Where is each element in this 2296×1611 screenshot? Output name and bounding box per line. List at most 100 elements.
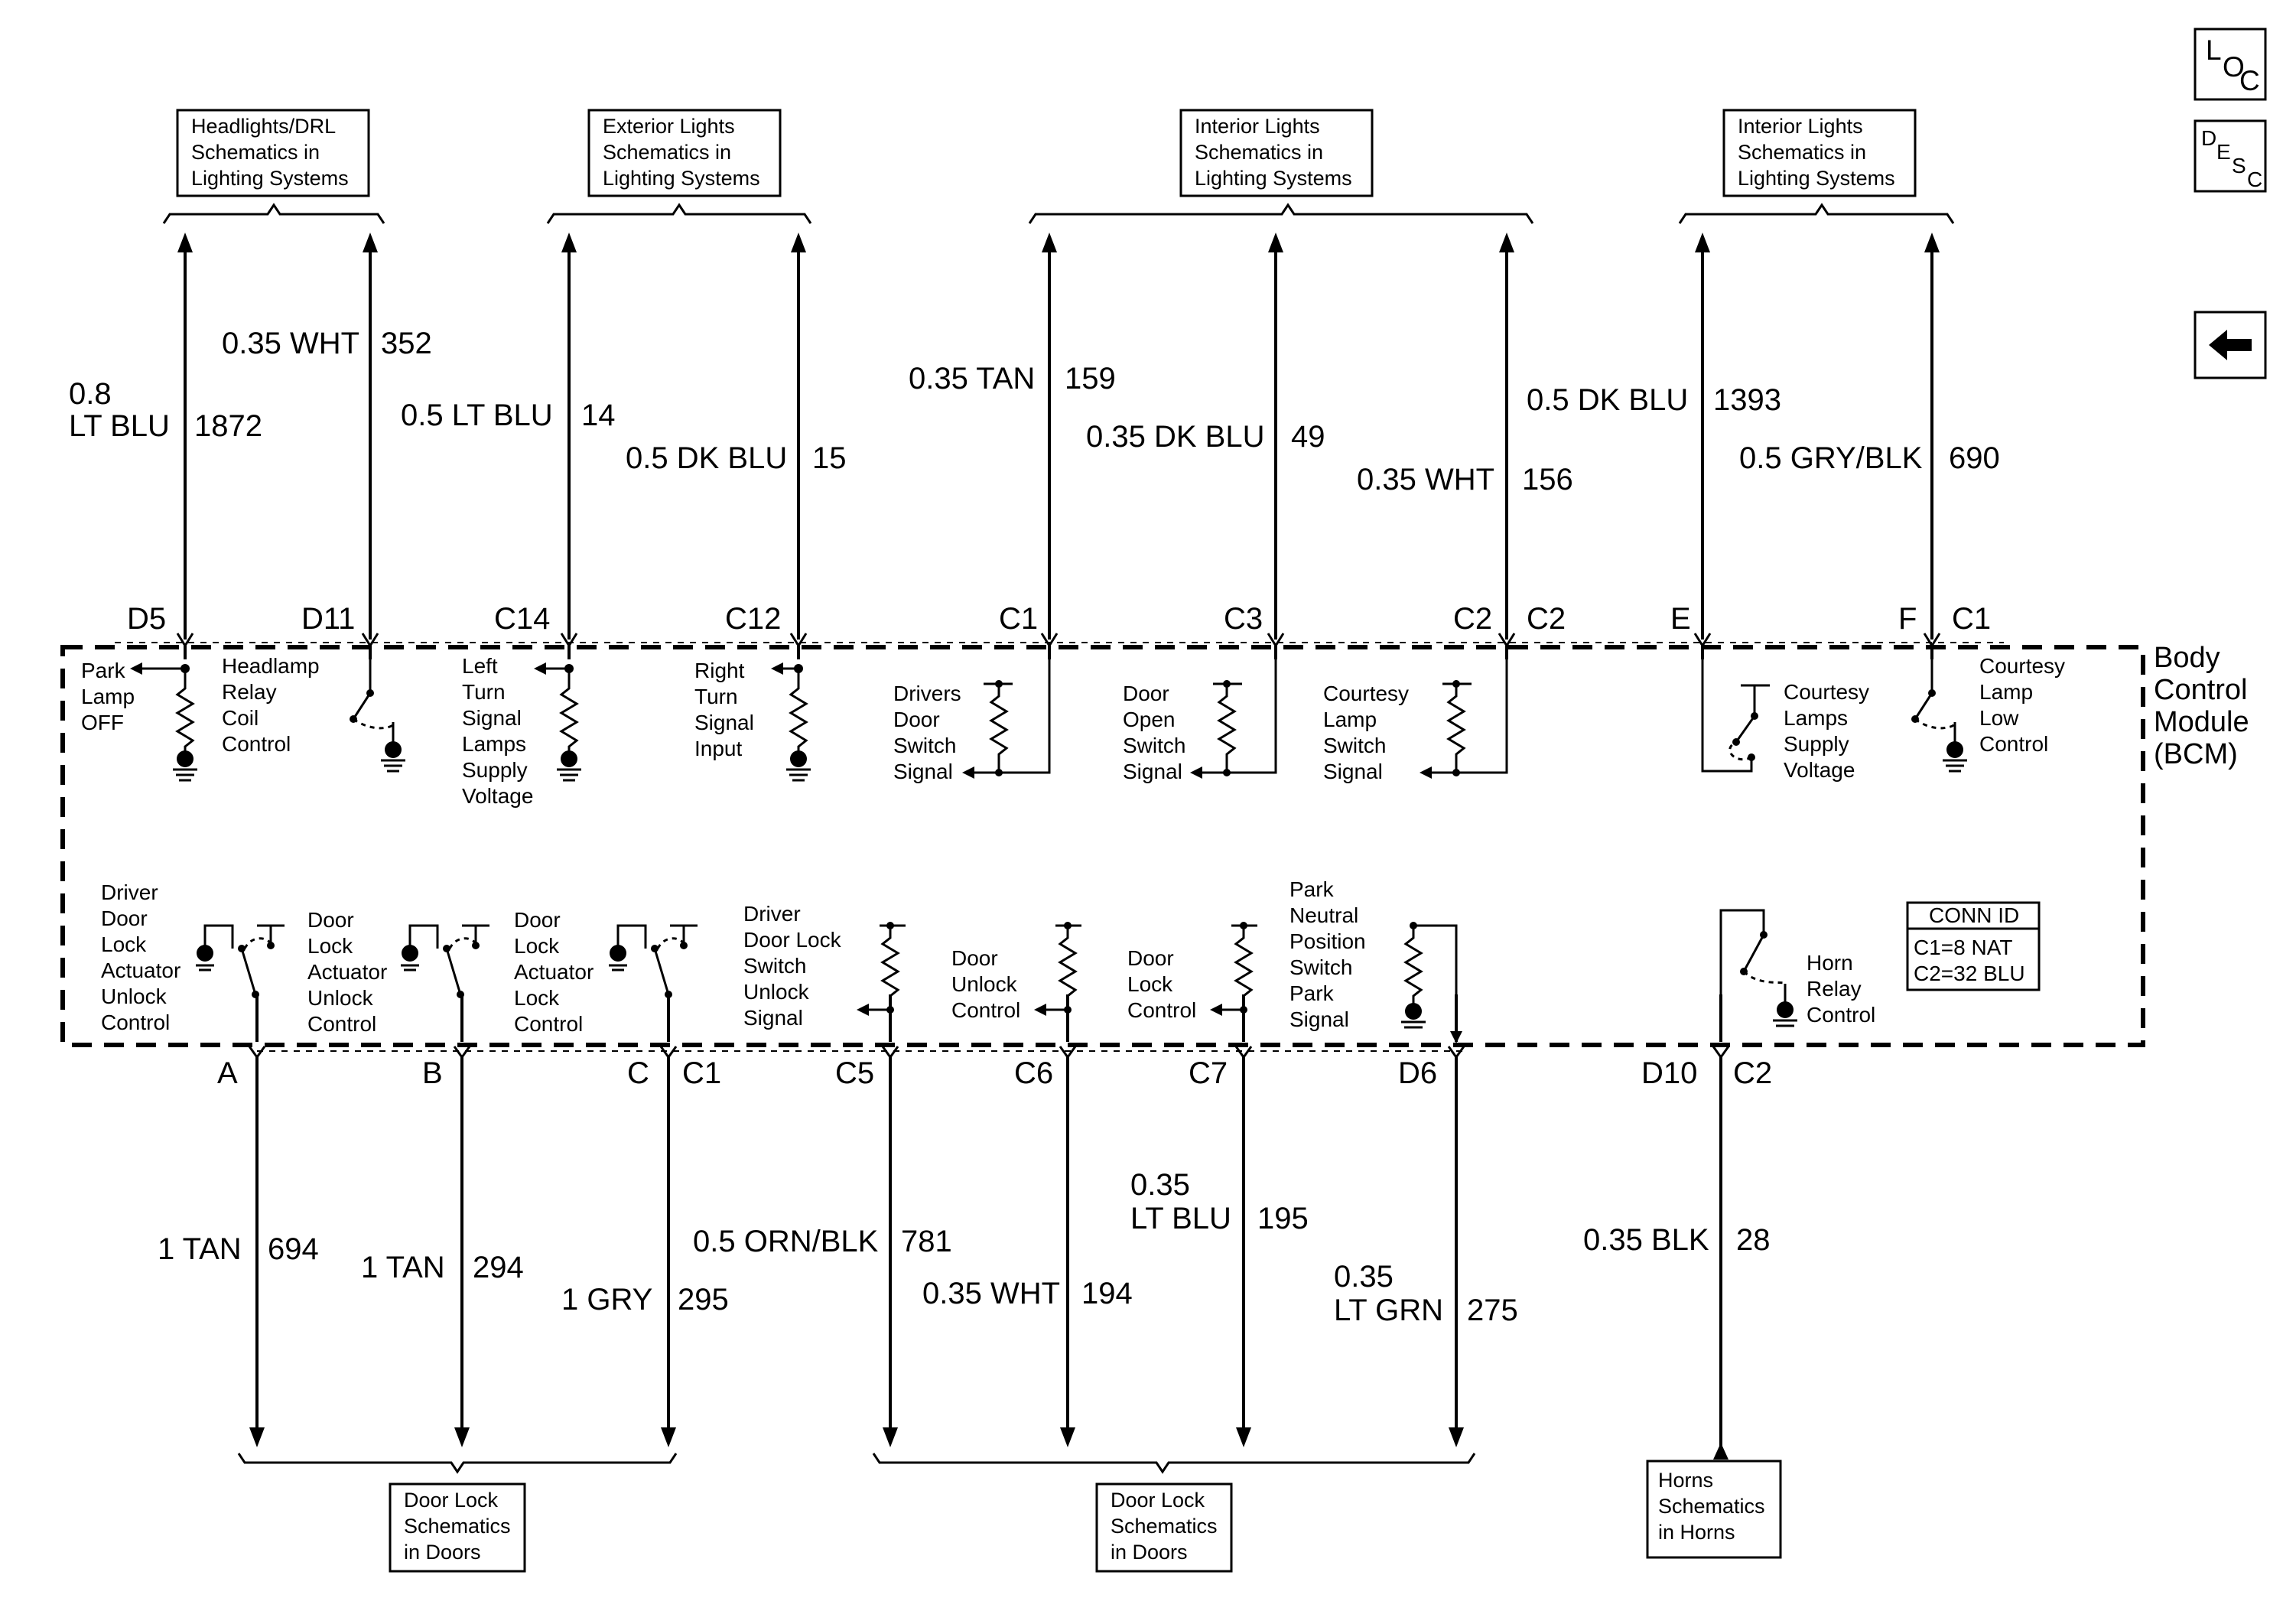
svg-text:Unlock: Unlock — [743, 980, 810, 1004]
svg-text:Supply: Supply — [1784, 732, 1849, 756]
svg-text:0.35 WHT: 0.35 WHT — [922, 1277, 1060, 1310]
svg-text:Switch: Switch — [743, 954, 806, 978]
bottom-pin-labels: A B C C1 C5 C6 C7 D6 D10 C2 — [217, 1056, 1772, 1090]
fn-park-lamp-off: Park Lamp OFF — [81, 659, 135, 734]
back-button[interactable] — [2194, 311, 2267, 379]
svg-text:Module: Module — [2154, 706, 2249, 738]
top-wire-labels: 0.8 LT BLU 1872 0.35 WHT 352 0.5 LT BLU … — [69, 327, 2000, 496]
bottom-wire-2 — [453, 994, 471, 1447]
svg-text:0.5 DK BLU: 0.5 DK BLU — [1527, 383, 1688, 417]
svg-text:Courtesy: Courtesy — [1323, 682, 1409, 705]
svg-text:C14: C14 — [494, 602, 550, 636]
svg-text:0.5 DK BLU: 0.5 DK BLU — [626, 441, 787, 475]
svg-text:352: 352 — [381, 327, 432, 360]
svg-text:Neutral: Neutral — [1289, 903, 1358, 927]
svg-text:Left: Left — [462, 654, 498, 678]
resistor-drivers-door — [962, 658, 1051, 779]
svg-text:156: 156 — [1522, 463, 1573, 496]
svg-text:Control: Control — [514, 1012, 583, 1036]
top-pin-labels: D5 D11 C14 C12 C1 C3 C2 C2 E F C1 — [127, 602, 1991, 636]
svg-text:Lock: Lock — [101, 932, 147, 956]
svg-text:0.35 BLK: 0.35 BLK — [1583, 1223, 1709, 1257]
svg-text:in Doors: in Doors — [1111, 1541, 1188, 1564]
svg-text:1 TAN: 1 TAN — [158, 1232, 242, 1266]
resistor-c7 — [1210, 922, 1257, 1016]
desc-button[interactable]: D E S C — [2194, 119, 2267, 193]
bottom-box-door-lock-2[interactable]: Door Lock Schematics in Doors — [1095, 1482, 1233, 1573]
svg-text:S: S — [2232, 154, 2246, 177]
svg-text:D10: D10 — [1641, 1056, 1697, 1090]
top-wire-5 — [1040, 233, 1059, 659]
relay-a — [196, 924, 285, 998]
svg-text:Lamp: Lamp — [1323, 708, 1377, 731]
top-box-exterior-lights[interactable]: Exterior Lights Schematics in Lighting S… — [587, 109, 782, 197]
svg-text:Door: Door — [1123, 682, 1169, 705]
top-wire-1 — [176, 233, 194, 659]
svg-text:Door Lock: Door Lock — [743, 928, 842, 952]
svg-text:C5: C5 — [835, 1056, 874, 1090]
svg-text:CONN ID: CONN ID — [1929, 903, 2019, 927]
svg-text:Door Lock: Door Lock — [404, 1489, 499, 1512]
loc-button[interactable]: L O C — [2194, 28, 2267, 101]
resistor-c5 — [857, 922, 906, 1016]
svg-text:Lock: Lock — [514, 934, 560, 958]
svg-text:Exterior Lights: Exterior Lights — [603, 115, 735, 138]
top-internal-circuits — [130, 658, 1967, 782]
svg-text:C2: C2 — [1527, 602, 1566, 636]
relay-c — [609, 924, 698, 998]
svg-text:C1=8 NAT: C1=8 NAT — [1914, 936, 2012, 959]
resistor-courtesy-switch — [1420, 658, 1508, 779]
svg-text:Door: Door — [101, 906, 148, 930]
bottom-wire-8 — [1712, 994, 1730, 1460]
svg-text:D6: D6 — [1398, 1056, 1437, 1090]
svg-text:Position: Position — [1289, 929, 1366, 953]
svg-text:Lock: Lock — [514, 986, 560, 1010]
svg-text:in Doors: in Doors — [404, 1541, 481, 1564]
bottom-wires — [248, 994, 1730, 1460]
svg-text:L: L — [2206, 34, 2222, 66]
fn-door-open: Door Open Switch Signal — [1123, 682, 1185, 783]
top-box-interior-lights-1[interactable]: Interior Lights Schematics in Lighting S… — [1179, 109, 1374, 197]
svg-text:C2=32 BLU: C2=32 BLU — [1914, 962, 2025, 985]
svg-text:0.35 WHT: 0.35 WHT — [1357, 463, 1494, 496]
svg-text:15: 15 — [812, 441, 847, 475]
top-wires — [176, 233, 1941, 659]
top-box-headlights[interactable]: Headlights/DRL Schematics in Lighting Sy… — [176, 109, 370, 197]
svg-text:690: 690 — [1949, 441, 2000, 475]
svg-text:694: 694 — [268, 1232, 319, 1266]
bottom-box-door-lock-1[interactable]: Door Lock Schematics in Doors — [389, 1482, 526, 1573]
svg-text:E: E — [2216, 140, 2231, 164]
svg-text:in Horns: in Horns — [1658, 1521, 1735, 1544]
svg-text:Supply: Supply — [462, 758, 528, 782]
svg-text:Signal: Signal — [1323, 760, 1383, 783]
svg-text:(BCM): (BCM) — [2154, 738, 2238, 770]
svg-text:275: 275 — [1467, 1294, 1518, 1327]
svg-text:B: B — [422, 1056, 443, 1090]
svg-text:Lamps: Lamps — [462, 732, 526, 756]
svg-text:Interior Lights: Interior Lights — [1738, 115, 1863, 138]
svg-text:C7: C7 — [1189, 1056, 1228, 1090]
svg-text:Unlock: Unlock — [307, 986, 374, 1010]
svg-text:Schematics in: Schematics in — [603, 141, 731, 164]
resistor-c6 — [1034, 922, 1081, 1016]
resistor-door-open — [1190, 658, 1277, 779]
svg-text:Body: Body — [2154, 642, 2220, 674]
bottom-box-horns[interactable]: Horns Schematics in Horns — [1646, 1460, 1782, 1559]
bottom-function-labels: Driver Door Lock Actuator Unlock Control… — [101, 877, 1875, 1036]
top-wire-9 — [1923, 233, 1941, 659]
switch-horn-relay — [1719, 909, 1797, 1037]
svg-text:Signal: Signal — [893, 760, 953, 783]
bottom-wire-7 — [1447, 994, 1465, 1447]
svg-text:Lock: Lock — [307, 934, 353, 958]
svg-text:Schematics in: Schematics in — [191, 141, 320, 164]
bottom-wire-4 — [881, 994, 899, 1447]
svg-text:Turn: Turn — [462, 680, 506, 704]
svg-text:Door Lock: Door Lock — [1111, 1489, 1205, 1512]
bottom-internal-circuits — [196, 909, 1797, 1043]
top-box-interior-lights-2[interactable]: Interior Lights Schematics in Lighting S… — [1722, 109, 1917, 197]
svg-text:LT BLU: LT BLU — [1130, 1202, 1231, 1235]
svg-text:Door: Door — [514, 908, 561, 932]
svg-text:Courtesy: Courtesy — [1784, 680, 1869, 704]
svg-text:Signal: Signal — [1289, 1007, 1349, 1031]
